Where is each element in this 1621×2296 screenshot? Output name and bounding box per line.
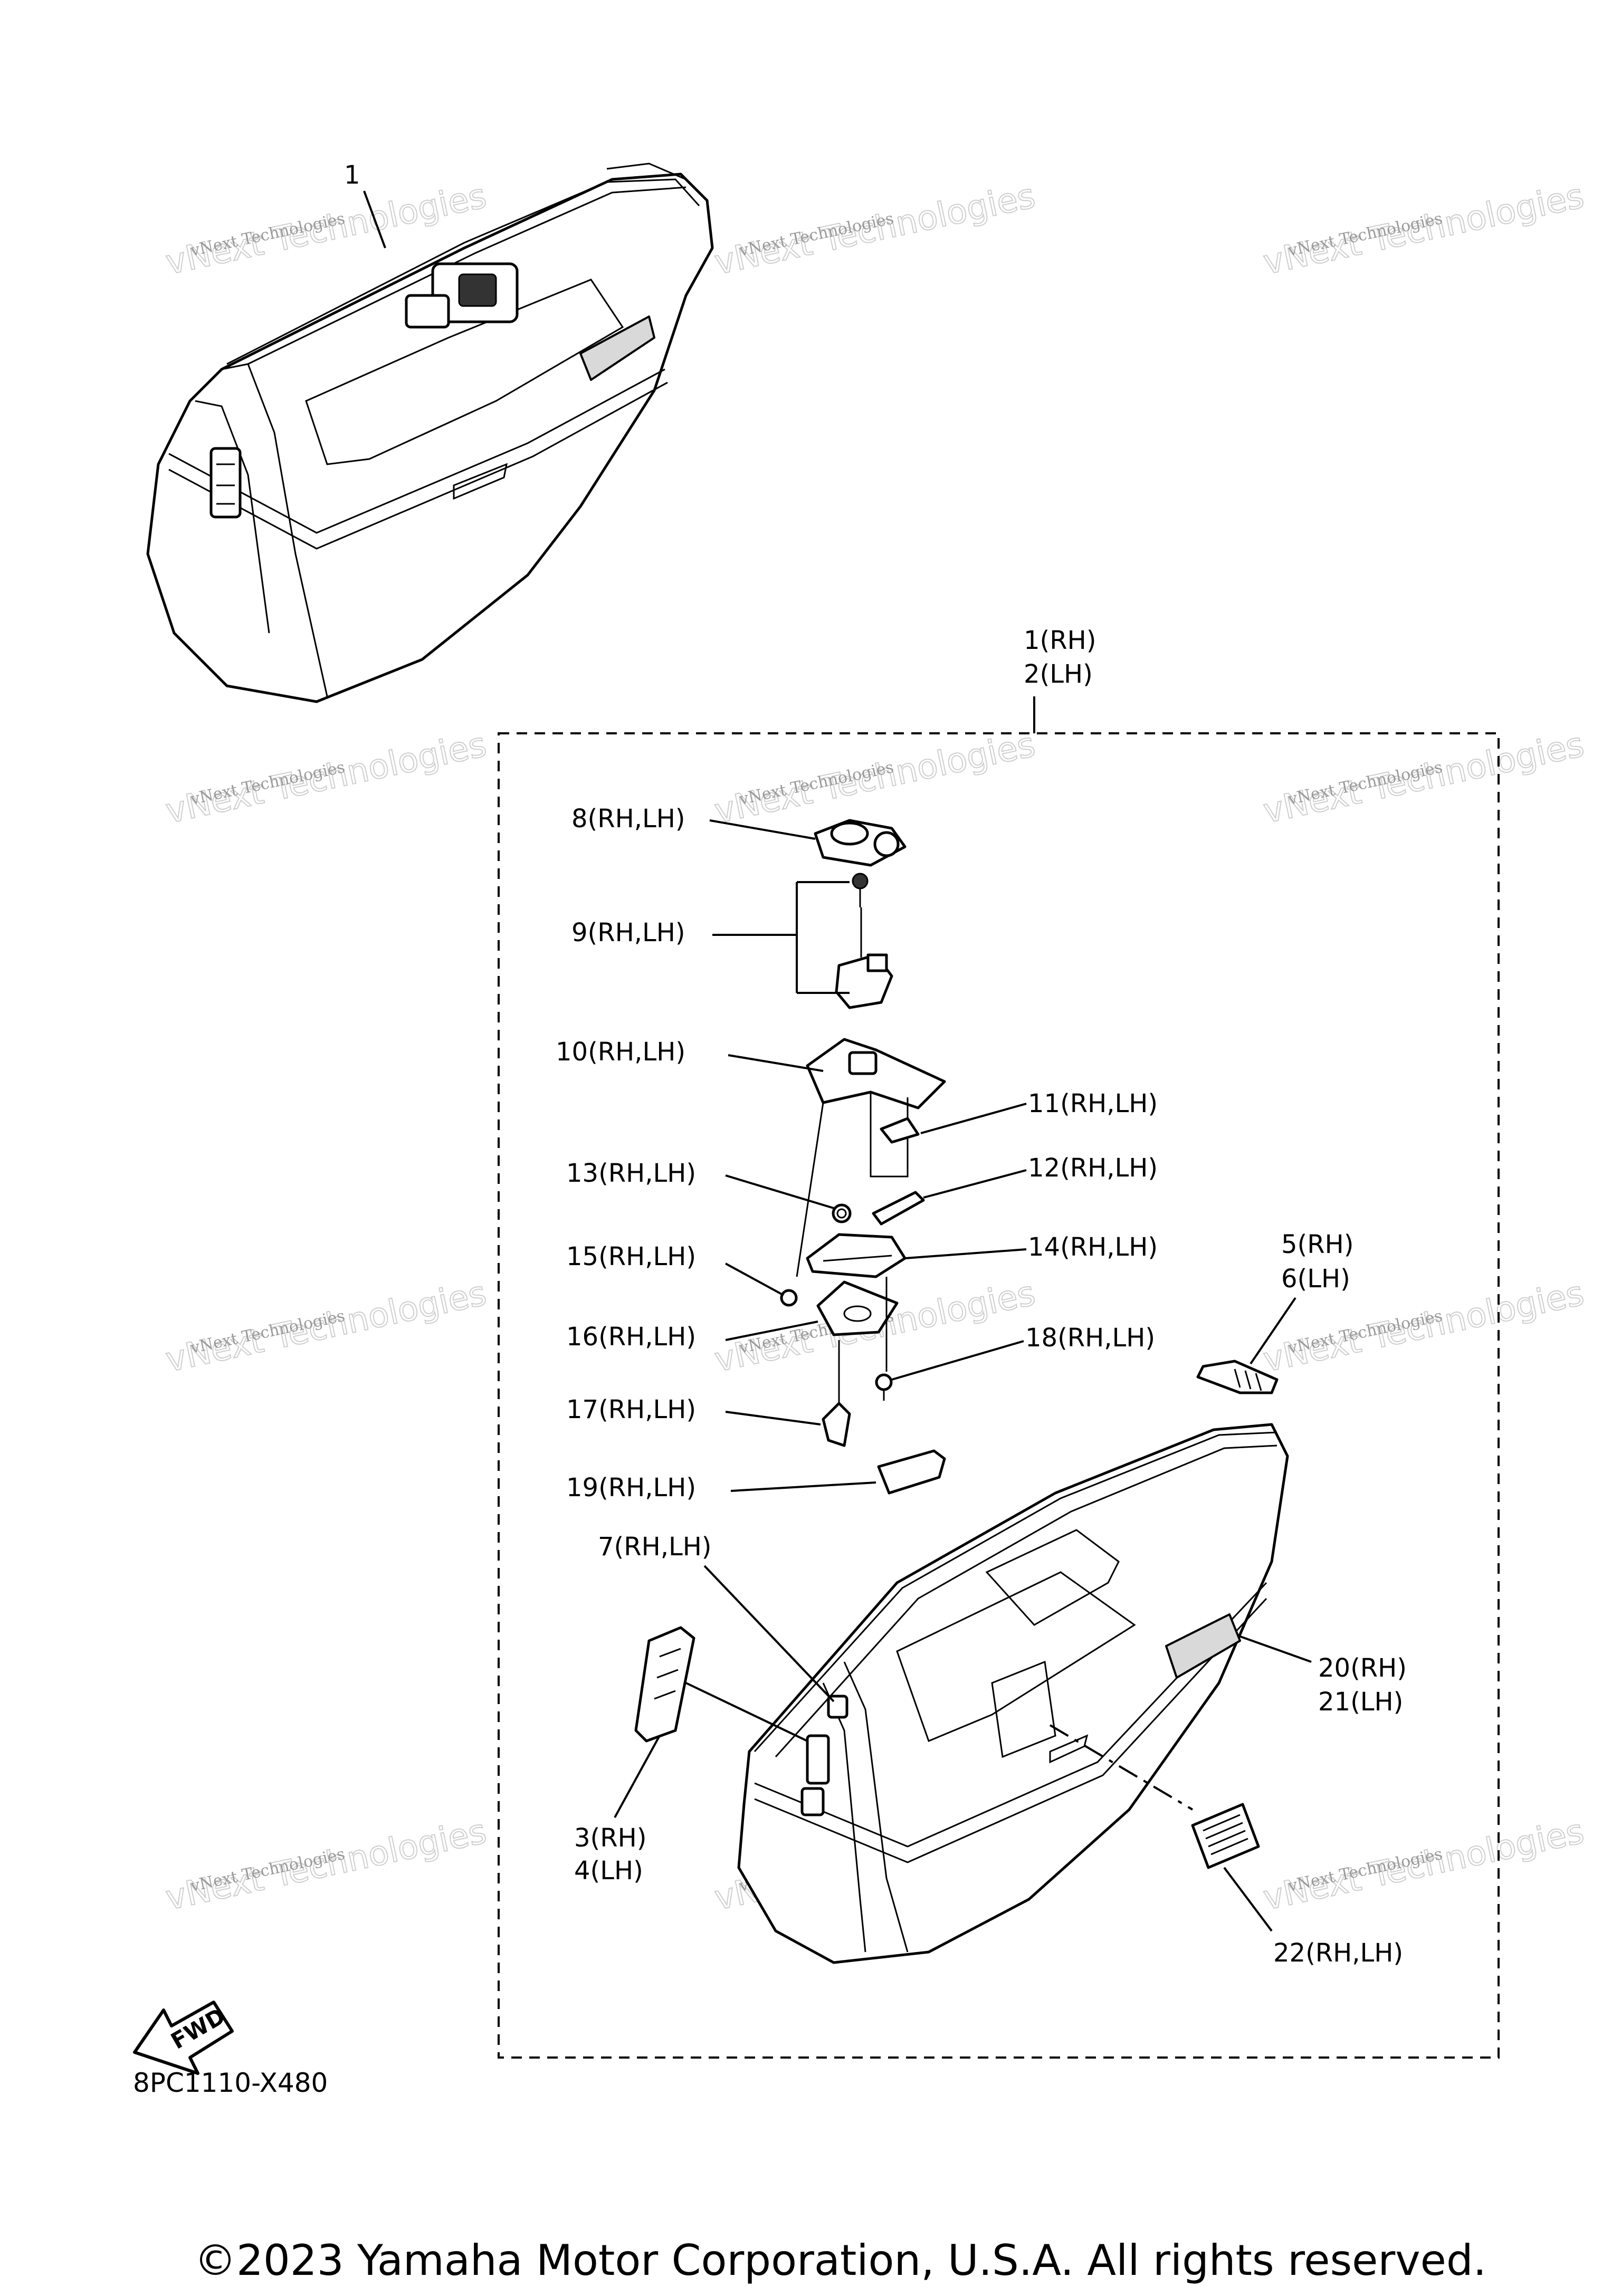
- part-5-6-hinge-cover: [1196, 1360, 1279, 1394]
- callout-1-rh: 1(RH): [1024, 626, 1096, 655]
- part-13-spring: [832, 1203, 852, 1223]
- diagram-code: 8PC1110-X480: [133, 2068, 328, 2098]
- part-11-clip: [880, 1117, 920, 1144]
- saddlebag-assembly-top: [146, 162, 714, 703]
- callout-6-lh: 6(LH): [1281, 1264, 1350, 1294]
- part-8-lock-cover: [814, 819, 907, 867]
- callout-18: 18(RH,LH): [1025, 1323, 1155, 1353]
- callout-2-lh: 2(LH): [1024, 659, 1093, 689]
- part-10-base-plate: [806, 1038, 946, 1109]
- part-17-hook: [822, 1402, 851, 1447]
- callout-22: 22(RH,LH): [1273, 1938, 1403, 1968]
- part-9-key-lock: [835, 873, 893, 1009]
- copyright: ©2023 Yamaha Motor Corporation, U.S.A. A…: [194, 2236, 1486, 2285]
- callout-20-rh: 20(RH): [1318, 1653, 1407, 1683]
- callout-16: 16(RH,LH): [566, 1322, 696, 1352]
- callout-11: 11(RH,LH): [1028, 1089, 1158, 1118]
- callout-3-rh: 3(RH): [574, 1823, 646, 1853]
- part-3-4-reflector: [634, 1626, 695, 1743]
- part-22-caution-label: [1191, 1803, 1260, 1869]
- part-18-screw: [875, 1373, 893, 1401]
- callout-9: 9(RH,LH): [571, 918, 685, 948]
- callout-7: 7(RH,LH): [598, 1532, 712, 1562]
- callout-15: 15(RH,LH): [566, 1242, 696, 1271]
- callout-19: 19(RH,LH): [566, 1473, 696, 1503]
- callout-1: 1: [344, 160, 360, 190]
- exploded-view-frame: [498, 732, 1500, 2059]
- watermark: vNext Technologies vNext Technologies: [1260, 1812, 1588, 1919]
- watermark: vNext Technologies vNext Technologies: [162, 1812, 490, 1919]
- callout-14: 14(RH,LH): [1028, 1232, 1158, 1262]
- part-14-latch-housing: [806, 1233, 907, 1278]
- callout-21-lh: 21(LH): [1318, 1687, 1403, 1717]
- leader-1: [363, 190, 386, 248]
- part-12-lever: [872, 1191, 925, 1226]
- callout-13: 13(RH,LH): [566, 1159, 696, 1188]
- part-16-bracket: [816, 1280, 899, 1336]
- part-19-pad: [877, 1449, 946, 1495]
- callout-5-rh: 5(RH): [1281, 1230, 1353, 1259]
- watermark: vNext Technologies vNext Technologies: [711, 176, 1039, 283]
- callout-4-lh: 4(LH): [574, 1856, 643, 1886]
- watermark: vNext Technologies vNext Technologies: [162, 725, 490, 832]
- watermark: vNext Technologies vNext Technologies: [711, 725, 1039, 832]
- callout-12: 12(RH,LH): [1028, 1153, 1158, 1183]
- part-15-nut: [780, 1289, 798, 1307]
- watermark: vNext Technologies vNext Technologies: [162, 1274, 490, 1381]
- callout-8: 8(RH,LH): [571, 804, 685, 834]
- callout-10: 10(RH,LH): [556, 1037, 685, 1067]
- saddlebag-body-bottom: [737, 1423, 1289, 1964]
- fwd-arrow: FWD: [133, 2001, 234, 2075]
- watermark: vNext Technologies vNext Technologies: [1260, 725, 1588, 832]
- watermark: vNext Technologies vNext Technologies: [1260, 176, 1588, 283]
- callout-17: 17(RH,LH): [566, 1395, 696, 1424]
